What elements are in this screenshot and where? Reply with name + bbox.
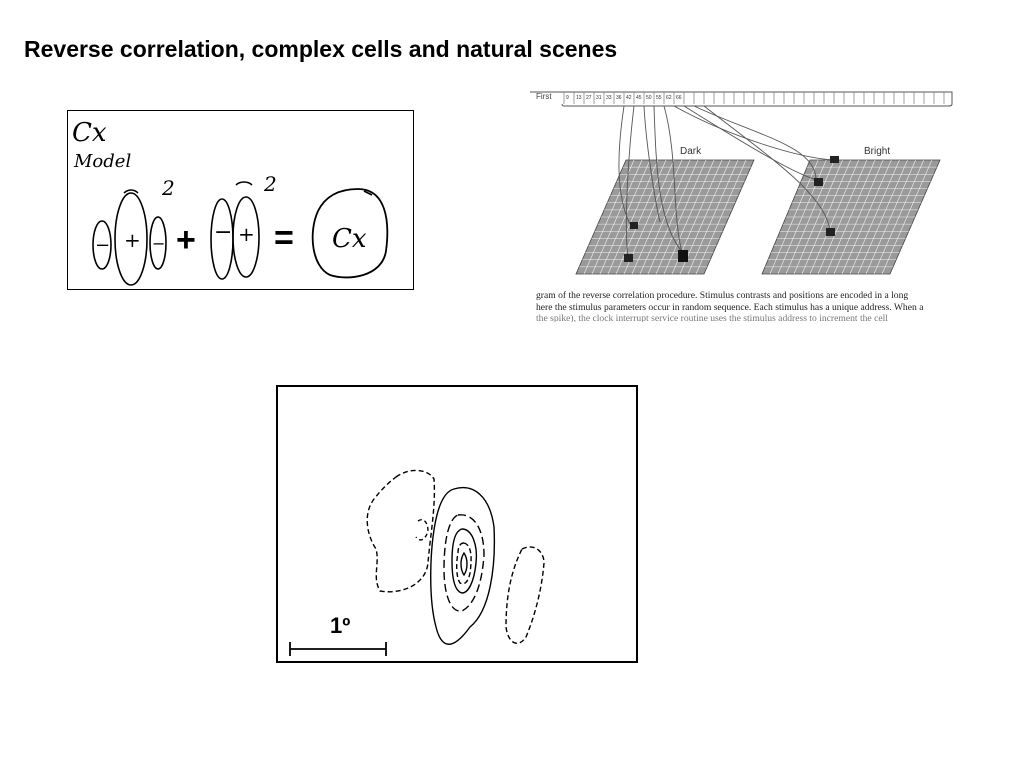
slide-title: Reverse correlation, complex cells and n… [24, 36, 618, 62]
ruler-number: 27 [586, 95, 592, 101]
power-2-second: 2 [263, 172, 277, 196]
sign-plus-2: + [238, 222, 255, 246]
grid-line [655, 159, 707, 275]
grid-line [679, 159, 731, 275]
power-2-first: 2 [161, 176, 175, 200]
grid-line [663, 159, 715, 275]
caption-line-2: here the stimulus parameters occur in ra… [536, 301, 924, 313]
grid-line [647, 159, 699, 275]
model-label-cx: Cx [72, 118, 107, 148]
reverse-correlation-figure: First 9 13 27 31 33 36 42 45 50 55 62 66 Dark Brigh… [528, 86, 968, 322]
output-label-cx: Cx [332, 224, 367, 254]
off-subregion-right [505, 546, 545, 645]
ruler-number: 66 [676, 95, 682, 101]
off-subregion-left [366, 469, 436, 593]
caption-line-1: gram of the reverse correlation procedur… [536, 290, 909, 301]
squared-bracket-top [123, 189, 139, 194]
sign-minus-3: − [214, 220, 232, 245]
address-wires [618, 105, 835, 259]
lobe-minus-left [92, 220, 112, 270]
procedure-diagram: First 9 13 27 31 33 36 42 45 50 55 62 66 Dark Brigh… [530, 91, 953, 275]
sum-operator: + [176, 221, 196, 259]
grid-line [841, 159, 892, 275]
ruler-number: 36 [616, 95, 622, 101]
complex-cell-model-sketch: Cx Model − + − 2 + − + 2 = Cx [67, 110, 414, 290]
receptive-field-contour-plot: 1º [276, 385, 638, 663]
ruler-number: 55 [656, 95, 662, 101]
sign-minus-1: − [95, 235, 110, 256]
lobe-plus-center [114, 192, 148, 286]
figure-caption: gram of the reverse correlation procedur… [536, 290, 966, 322]
ruler-number: 9 [566, 95, 569, 101]
sign-plus-1: + [124, 228, 141, 252]
ruler-number: 62 [666, 95, 672, 101]
dark-grid-label: Dark [680, 146, 702, 157]
bright-stimulus-grid [761, 159, 941, 275]
grid-line [833, 159, 884, 275]
grid-line [881, 159, 933, 275]
odd-filter-sketch [92, 189, 167, 286]
ruler-first-label: First [536, 92, 552, 101]
ruler-number: 31 [596, 95, 602, 101]
ruler-number: 42 [626, 95, 632, 101]
on-subregion-center [430, 487, 496, 645]
grid-line [857, 159, 908, 275]
ruler-number: 13 [576, 95, 582, 101]
scale-bar-label: 1º [330, 613, 351, 638]
bright-grid-label: Bright [864, 146, 890, 157]
sign-minus-2: − [152, 234, 165, 253]
model-label-model: Model [73, 151, 131, 172]
grid-line [865, 159, 916, 275]
even-filter-sketch [210, 181, 260, 280]
squared-bracket-top-2 [235, 181, 253, 186]
ruler-number: 33 [606, 95, 612, 101]
grid-line [849, 159, 900, 275]
grid-line [687, 159, 739, 275]
caption-line-3: the spike), the clock interrupt service … [536, 313, 888, 322]
lobe-plus-even [232, 196, 260, 278]
complex-cell-output [311, 188, 389, 279]
grid-line [695, 159, 747, 275]
stimulus-sequence-ruler: First 9 13 27 31 33 36 42 45 50 55 62 66 [530, 91, 953, 107]
grid-line [873, 159, 925, 275]
equals-operator: = [274, 219, 294, 257]
scale-bar [289, 642, 387, 656]
lobe-minus-right [149, 216, 167, 270]
ruler-number: 45 [636, 95, 642, 101]
response-markers [624, 156, 839, 262]
ruler-number: 50 [646, 95, 652, 101]
